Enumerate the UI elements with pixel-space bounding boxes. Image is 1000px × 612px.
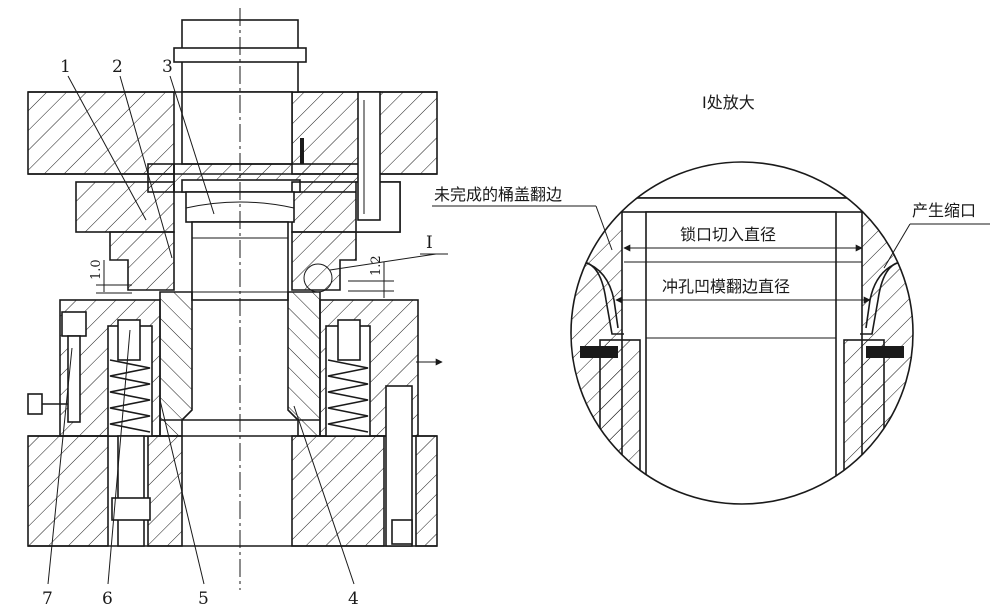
main-section-view: 1.0 1.2 I 1 2 3 4 [27,8,448,609]
detail-marker: I [303,233,448,293]
detail-contents [571,162,913,504]
detail-view: I处放大 锁口切入直径 [432,93,990,505]
lower-screws [111,91,413,547]
part-number-4: 4 [348,589,359,609]
part-number-2: 2 [112,57,123,77]
dim-punch-die-flange: 冲孔凹模翻边直径 [615,277,871,304]
callout-unfinished-flange-label: 未完成的桶盖翻边 [434,185,562,204]
gap-dimension-left-label: 1.0 [89,259,104,280]
part-number-6: 6 [102,589,113,609]
part-7-bolt [27,311,87,423]
callout-unfinished-flange: 未完成的桶盖翻边 [432,185,613,251]
gap-dimension-right: 1.2 [348,255,394,298]
callout-necking-label: 产生缩口 [912,201,976,220]
detail-marker-label: I [426,233,433,253]
detail-title: I处放大 [702,93,755,112]
lower-die-shoe [27,435,438,547]
part-number-7: 7 [42,589,53,609]
dim-lock-cut-label: 锁口切入直径 [680,225,776,244]
gap-dimension-right-label: 1.2 [369,255,384,276]
part-6-springs [109,319,369,433]
dim-punch-die-flange-label: 冲孔凹模翻边直径 [662,277,790,296]
callout-necking: 产生缩口 [883,201,990,269]
part-number-1: 1 [60,57,71,77]
part-number-5: 5 [198,589,209,609]
part-leaders [47,75,355,585]
gap-dimension-left: 1.0 [89,259,132,294]
part-number-3: 3 [162,57,173,77]
dim-lock-cut: 锁口切入直径 [623,225,863,252]
